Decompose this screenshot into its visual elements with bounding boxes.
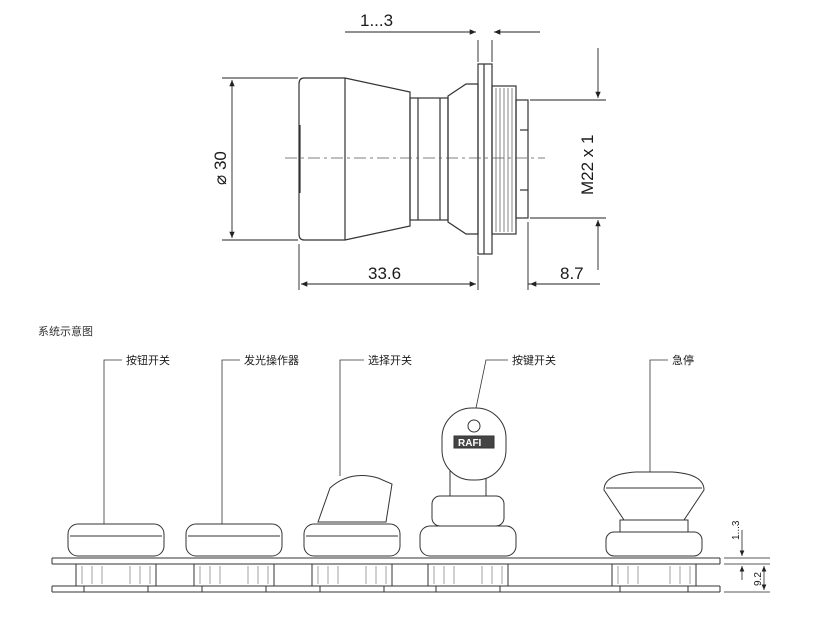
side-view-drawing [298, 63, 529, 255]
label-push-button: 按钮开关 [126, 353, 170, 367]
dimension-thread [530, 48, 606, 270]
side-dimensions [724, 530, 770, 593]
label-illuminated-operator: 发光操作器 [244, 353, 299, 367]
mounting-flange [477, 63, 493, 255]
side-dim-panel-label: 1...3 [731, 520, 742, 540]
button-neck [409, 97, 449, 221]
label-selector-switch: 选择开关 [368, 353, 412, 367]
side-dim-depth-label: 9.2 [753, 572, 764, 586]
label-key-switch: 按键开关 [512, 353, 556, 367]
dim-thickness-label: 1...3 [360, 11, 393, 30]
illuminated-operator [185, 523, 283, 593]
dimension-length [298, 222, 600, 290]
leader-lines [103, 359, 668, 524]
push-button-switch [67, 523, 165, 593]
label-emergency-stop: 急停 [672, 353, 694, 367]
key-brand-text: RAFI [458, 438, 482, 449]
emergency-stop [603, 471, 705, 593]
dim-rear-label: 8.7 [560, 264, 584, 283]
mushroom-head [298, 77, 411, 241]
rear-thread [515, 99, 529, 219]
selector-switch [303, 475, 401, 593]
dimension-thickness [345, 29, 540, 62]
dim-thread-label: M22 x 1 [578, 135, 597, 195]
key-switch [419, 407, 517, 593]
dim-diameter-label: ⌀ 30 [211, 151, 230, 185]
dimension-diameter [222, 77, 298, 241]
section-title: 系统示意图 [38, 326, 93, 338]
dim-length-label: 33.6 [368, 264, 401, 283]
